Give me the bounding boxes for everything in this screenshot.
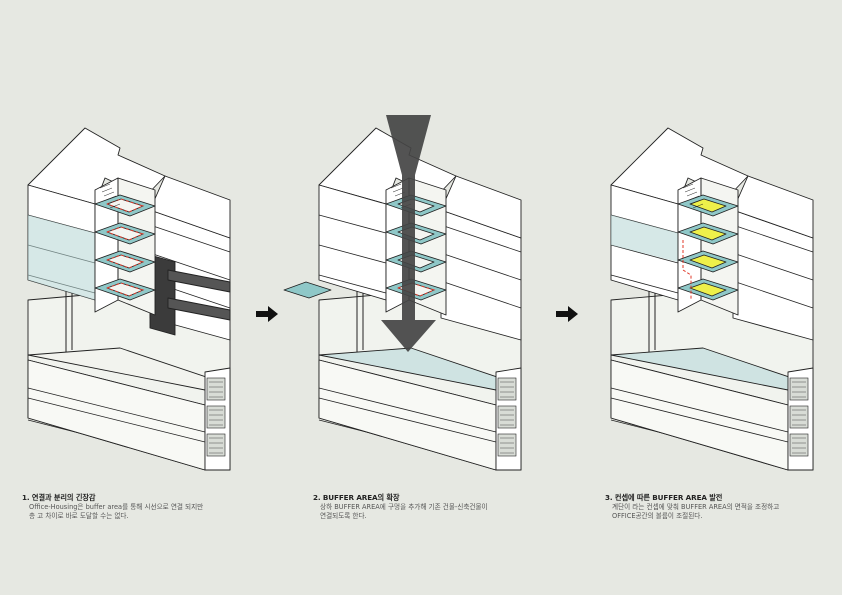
buffer-area-ring: [677, 278, 739, 301]
left-facade: [318, 184, 387, 301]
dark-slab: [167, 297, 231, 321]
shaded-floors: [611, 215, 678, 262]
floor-line: [149, 252, 231, 281]
red-dashed-outline: [106, 198, 145, 213]
stair-line: [107, 199, 119, 205]
right-arrow-icon: [556, 306, 578, 322]
podium-floor-line: [27, 387, 206, 433]
caption-stage-1: 1. 연결과 분리의 긴장감 Office-Housing은 buffer ar…: [22, 493, 257, 521]
buffer-area-ring: [677, 222, 739, 245]
buffer-area-ring: [677, 250, 739, 273]
red-dashed-outline: [682, 240, 692, 300]
buffer-opening-yellow: [689, 226, 727, 241]
caption-stage-3: 3. 컨셉에 따른 BUFFER AREA 발전 계단이 라는 컨셉에 맞춰 B…: [605, 493, 840, 521]
floor-line: [440, 252, 522, 281]
building-diagram-tension: [27, 127, 231, 471]
floor-line: [318, 214, 387, 234]
buffer-opening-yellow: [689, 282, 727, 297]
floor-line: [440, 280, 522, 309]
building-diagram-development: [610, 127, 814, 471]
podium-window: [206, 433, 226, 457]
floor-line: [440, 224, 522, 253]
podium-window: [497, 377, 517, 401]
podium-floor-line: [318, 397, 497, 443]
stair-line: [109, 203, 121, 209]
podium-window: [206, 377, 226, 401]
caption-line: 층 고 차이로 바로 도달할 수는 없다.: [29, 512, 129, 520]
podium-window: [497, 405, 517, 429]
stair-line: [101, 187, 113, 193]
podium-window: [206, 405, 226, 429]
red-dashed-outline: [106, 226, 145, 241]
podium-window: [789, 377, 809, 401]
caption-title: 2. BUFFER AREA의 확장: [313, 493, 400, 502]
stair-line: [690, 199, 702, 205]
stair-line: [692, 203, 704, 209]
stair-line: [686, 191, 698, 197]
right-arrow-icon: [256, 306, 278, 322]
floor-line: [610, 244, 679, 264]
podium-floor-line: [27, 397, 206, 443]
dark-slab: [167, 269, 231, 293]
buffer-area-ring: [94, 250, 156, 273]
buffer-area-ring: [94, 222, 156, 245]
floor-line: [149, 224, 231, 253]
caption-line: Office-Housing은 buffer area를 통해 시선으로 연결 …: [29, 503, 204, 511]
podium-window: [789, 405, 809, 429]
stair-line: [684, 187, 696, 193]
floor-line: [318, 274, 387, 294]
stair-line: [682, 183, 694, 189]
podium-floor-line: [610, 387, 789, 433]
floor-line: [732, 280, 814, 309]
red-dashed-outline: [106, 282, 145, 297]
floating-buffer-slab: [283, 281, 332, 299]
stair-line: [392, 187, 404, 193]
stair-line: [99, 183, 111, 189]
stair-line: [688, 195, 700, 201]
buffer-area-ring: [94, 194, 156, 217]
caption-line: 상하 BUFFER AREA에 구멍을 추가해 기존 건물-신축건물이: [320, 503, 488, 511]
building-diagram-expansion: [283, 115, 522, 471]
podium-window: [789, 433, 809, 457]
caption-line: 계단이 라는 컨셉에 맞춰 BUFFER AREA의 면적을 조정하고: [612, 503, 780, 511]
caption-line: OFFICE공간의 볼륨이 조절된다.: [612, 512, 703, 520]
floor-line: [318, 244, 387, 264]
caption-title: 1. 연결과 분리의 긴장감: [22, 493, 96, 502]
podium-floor-line: [318, 387, 497, 433]
stair-line: [103, 191, 115, 197]
floor-line: [732, 252, 814, 281]
shaded-floors: [28, 215, 95, 300]
caption-title: 3. 컨셉에 따른 BUFFER AREA 발전: [605, 493, 723, 502]
buffer-opening-yellow: [689, 254, 727, 269]
podium-window: [497, 433, 517, 457]
buffer-area-ring: [94, 278, 156, 301]
stair-line: [390, 183, 402, 189]
podium-floor-line: [610, 397, 789, 443]
caption-stage-2: 2. BUFFER AREA의 확장 상하 BUFFER AREA에 구멍을 추…: [313, 493, 548, 521]
vertical-connection-arrow: [381, 115, 436, 352]
floor-line: [610, 274, 679, 294]
caption-line: 연결되도록 한다.: [320, 512, 367, 520]
floor-line: [732, 224, 814, 253]
stair-line: [105, 195, 117, 201]
red-dashed-outline: [106, 254, 145, 269]
